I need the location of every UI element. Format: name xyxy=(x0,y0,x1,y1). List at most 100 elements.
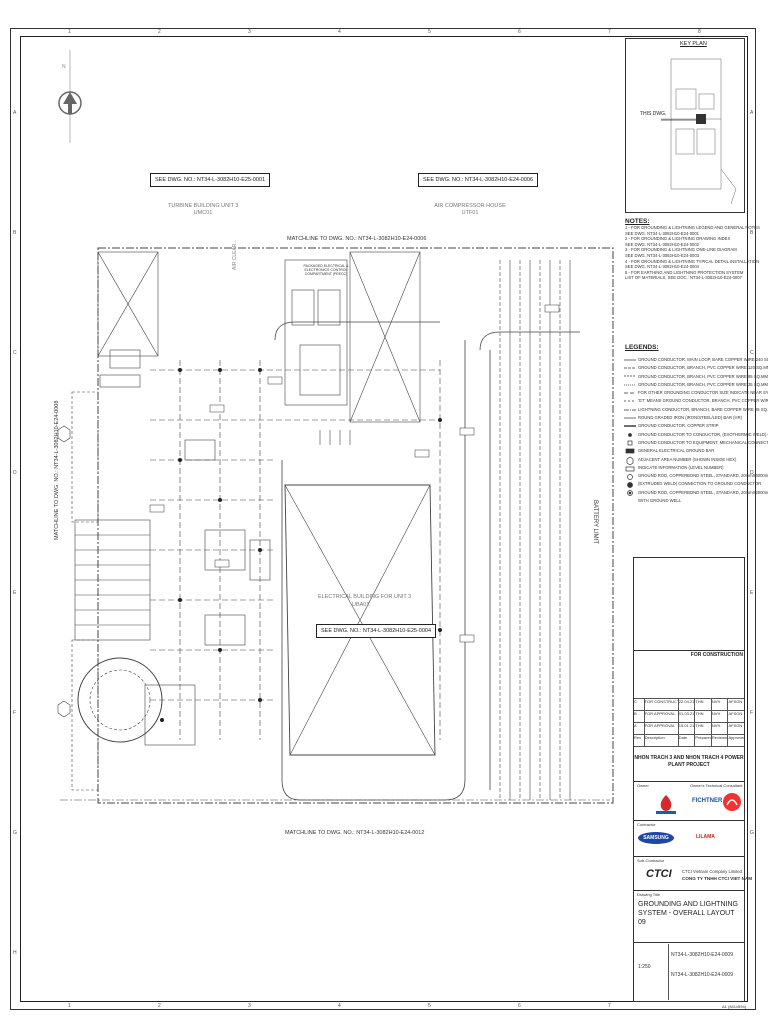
notes-line: 1 - FOR GROUNDING & LIGHTNING LEGEND AND… xyxy=(625,225,760,230)
key-plan-panel: KEY PLAN THIS DWG. xyxy=(625,38,745,213)
grid-label: G xyxy=(750,830,754,836)
plan-drawing xyxy=(57,247,614,804)
title-block: FOR CONSTRUCTION C FOR CONSTRUCTION 22.0… xyxy=(633,557,752,1002)
grid-label: G xyxy=(13,830,17,836)
grid-label: C xyxy=(750,350,754,356)
grid-label: 1 xyxy=(68,29,71,35)
legend-item: ROUND GRADED IRON (IRON/STEEL/LED) BAR (… xyxy=(638,415,742,421)
grid-label: 3 xyxy=(248,1003,251,1009)
grid-label: F xyxy=(13,710,17,716)
matchline-left: MATCHLINE TO DWG. NO.: NT34-L-3082H10-E2… xyxy=(54,400,60,540)
grid-label: 1 xyxy=(68,1003,71,1009)
tb-divider xyxy=(634,856,744,857)
revision-row: B FOR APPROVAL 01.03.21 THN NVH AFSON xyxy=(634,710,744,722)
revision-row: C FOR CONSTRUCTION 22.04.21 THN NVH AFSO… xyxy=(634,698,744,710)
notes-line: SEE DWG. NT34-L-3082H10-E24-0003 xyxy=(625,252,700,258)
rev-cell: THN xyxy=(695,723,712,734)
notes-line: SEE DWG. NT34-L-3082H10-E24-0001 xyxy=(625,230,700,236)
notes-line: LIST OF MATERIALS, SEE DOC.: NT34-L-3082… xyxy=(625,275,742,281)
grid-label: 6 xyxy=(518,1003,521,1009)
rev-cell: B xyxy=(634,711,645,722)
rev-cell: FOR APPROVAL xyxy=(645,723,679,734)
notes-line: SEE DWG. NT34-L-3082H10-E24-0002 xyxy=(625,241,700,247)
rev-header: Description xyxy=(645,735,679,746)
grid-label: 2 xyxy=(158,29,161,35)
air-compressor-code: UTF01 xyxy=(461,210,479,216)
legend-item: INDICATE INFORMATION (LEVEL NUMBER) xyxy=(638,464,724,470)
matchline-top: MATCHLINE TO DWG. NO.: NT34-L-3082H10-E2… xyxy=(287,236,427,242)
grid-label: C xyxy=(13,350,17,356)
legend-item: ADJACENT AREA NUMBER (SHOWN INSIDE HEX) xyxy=(638,456,737,462)
battery-limit-label: BATTERY LIMIT xyxy=(592,500,598,545)
owner-label: Owner xyxy=(637,783,649,788)
drawing-title-label: Drawing Title xyxy=(637,892,661,897)
outer-border xyxy=(10,28,756,1010)
contractor-label: Contractor xyxy=(637,822,656,827)
rev-cell: THN xyxy=(695,699,712,710)
grid-label: H xyxy=(13,950,17,956)
electrical-building-reference: SEE DWG. NO.: NT34-L-3082H10-E25-0004 xyxy=(321,628,432,634)
tb-divider xyxy=(668,944,669,1000)
grid-label: 7 xyxy=(608,29,611,35)
legend-item: GROUND CONDUCTOR, BRANCH, PVC COPPER WIR… xyxy=(638,365,768,371)
notes-line: 4 - FOR GROUNDING & LIGHTNING TYPICAL DE… xyxy=(625,258,760,264)
rev-header: Rev xyxy=(634,735,645,746)
electrical-building-reference-box: SEE DWG. NO.: NT34-L-3082H10-E25-0004 xyxy=(316,624,437,638)
grid-label: 4 xyxy=(338,1003,341,1009)
revision-header-row: Rev Description Date Prepared Reviewed A… xyxy=(634,734,744,747)
legend-item: 'GT' MEANS GROUND CONDUCTOR, BRANCH, PVC… xyxy=(638,398,768,404)
notes-line: 3 - FOR GROUNDING & LIGHTNING ONE-LINE D… xyxy=(625,247,737,253)
legend-item: GROUND CONDUCTOR, BRANCH, PVC COPPER WIR… xyxy=(638,381,768,387)
grid-label: D xyxy=(13,470,17,476)
electrical-building-label: ELECTRICAL BUILDING FOR UNIT 3 xyxy=(318,594,412,600)
revision-table: C FOR CONSTRUCTION 22.04.21 THN NVH AFSO… xyxy=(634,698,744,747)
drawing-scale: 1:250 xyxy=(638,964,651,970)
drawing-number: NT34-L-3082H10-E24-0009 xyxy=(671,952,733,958)
legend-item: LIGHTNING CONDUCTOR, BRANCH, BARE COPPER… xyxy=(638,406,768,412)
grid-label: E xyxy=(750,590,754,596)
drawing-number-repeat: NT34-L-3082H10-E24-0009 xyxy=(671,972,733,978)
rev-cell: 22.04.21 xyxy=(679,699,696,710)
rev-cell: NVH xyxy=(712,723,729,734)
contractor-logo: SAMSUNG xyxy=(638,832,674,844)
owner-logo-icon xyxy=(656,795,676,814)
north-arrow-icon: N xyxy=(58,50,82,143)
legend-item: FOR OTHER GROUNDING CONDUCTOR SIZE INDIC… xyxy=(638,390,768,396)
sheet-size: A1 (841x594) xyxy=(722,1004,747,1009)
legend-item: GROUND CONDUCTOR, COPPER STRIP xyxy=(638,423,719,429)
legend-item: GROUND CONDUCTOR TO EQUIPMENT, MECHANICA… xyxy=(638,439,768,445)
subcontractor-label: Sub-Contractor xyxy=(637,858,665,863)
rev-header: Approved xyxy=(728,735,745,740)
rev-header: Date xyxy=(679,735,696,746)
grid-label: 4 xyxy=(338,29,341,35)
revision-row: A FOR APPROVAL 15.01.21 THN NVH AFSON xyxy=(634,722,744,734)
key-plan-title: KEY PLAN xyxy=(680,41,707,47)
key-plan-map xyxy=(661,58,737,205)
turbine-building-label: TURBINE BUILDING UNIT 3 xyxy=(168,203,239,209)
air-compressor-label: AIR COMPRESSOR HOUSE xyxy=(434,203,506,209)
legend-symbols xyxy=(624,359,636,496)
electrical-building-code: UBA01 xyxy=(352,602,370,608)
peecc-label: PACKAGED ELECTRICAL & ELECTRONICS CONTRO… xyxy=(303,264,349,276)
grid-label: 7 xyxy=(608,1003,611,1009)
consultant-emblem-icon xyxy=(723,793,741,811)
inner-border xyxy=(20,36,748,1002)
legends-title: LEGENDS: xyxy=(625,344,659,351)
grid-label: 3 xyxy=(248,29,251,35)
legend-item: WITH GROUND WELL xyxy=(638,498,682,504)
consultant-logo: FICHTNER xyxy=(692,798,723,804)
matchline-bottom: MATCHLINE TO DWG. NO.: NT34-L-3082H10-E2… xyxy=(285,830,425,836)
legends-panel: LEGENDS: xyxy=(625,344,745,351)
key-plan-this-dwg: THIS DWG. xyxy=(640,111,667,117)
grid-label: B xyxy=(13,230,17,236)
legend-item: GROUND CONDUCTOR, MAIN LOOP, BARE COPPER… xyxy=(638,357,768,362)
rev-cell: FOR APPROVAL xyxy=(645,711,679,722)
drawing-title: GROUNDING AND LIGHTNING SYSTEM - OVERALL… xyxy=(638,901,738,926)
grid-label: 8 xyxy=(698,29,701,35)
rev-header: Reviewed xyxy=(712,735,729,746)
notes-line: SEE DWG. NT34-L-3082H10-E24-0004 xyxy=(625,264,700,270)
legend-item: (EXTRUDED WELD) CONNECTION TO GROUND CON… xyxy=(638,481,762,487)
legend-item: GENERAL ELECTRICAL GROUND BAR xyxy=(638,448,715,454)
notes-panel: NOTES: 1 - FOR GROUNDING & LIGHTNING LEG… xyxy=(625,218,760,281)
